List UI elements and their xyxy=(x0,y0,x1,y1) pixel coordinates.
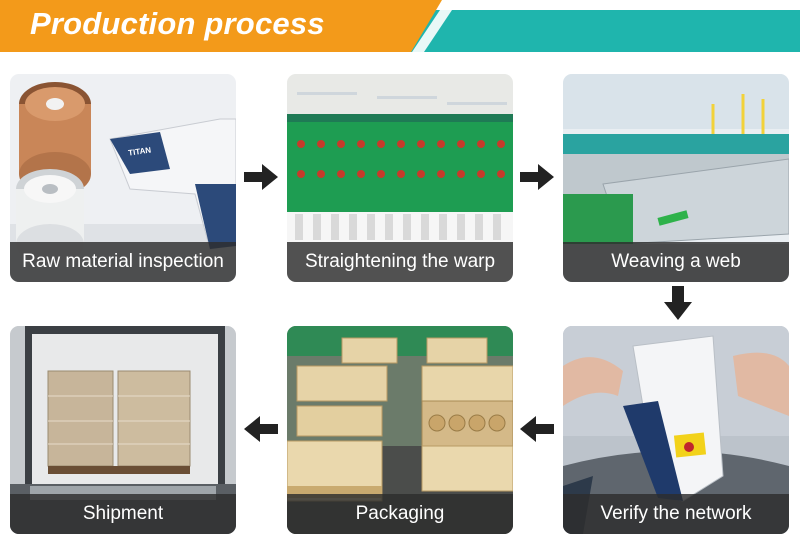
arrow-left-icon xyxy=(244,416,278,442)
header-orange-bar xyxy=(0,0,442,52)
step-card-weaving-a-web: Weaving a web xyxy=(563,74,789,282)
step-label: Raw material inspection xyxy=(10,242,236,282)
step-label: Weaving a web xyxy=(563,242,789,282)
page-title: Production process xyxy=(30,6,325,41)
step-card-straightening-the-warp: Straightening the warp xyxy=(287,74,513,282)
svg-text:TITAN: TITAN xyxy=(128,145,152,157)
arrow-left-icon xyxy=(520,416,554,442)
arrow-down-icon xyxy=(664,286,692,320)
step-label: Packaging xyxy=(287,494,513,534)
arrow-right-icon xyxy=(520,164,554,190)
header-banner: Production process xyxy=(0,0,800,52)
step-card-packaging: Packaging xyxy=(287,326,513,534)
arrow-right-icon xyxy=(244,164,278,190)
step-label: Shipment xyxy=(10,494,236,534)
step-label: Straightening the warp xyxy=(287,242,513,282)
step-card-raw-material-inspection: TITAN Raw material inspection xyxy=(10,74,236,282)
step-card-shipment: Shipment xyxy=(10,326,236,534)
step-card-verify-the-network: Verify the network xyxy=(563,326,789,534)
step-label: Verify the network xyxy=(563,494,789,534)
